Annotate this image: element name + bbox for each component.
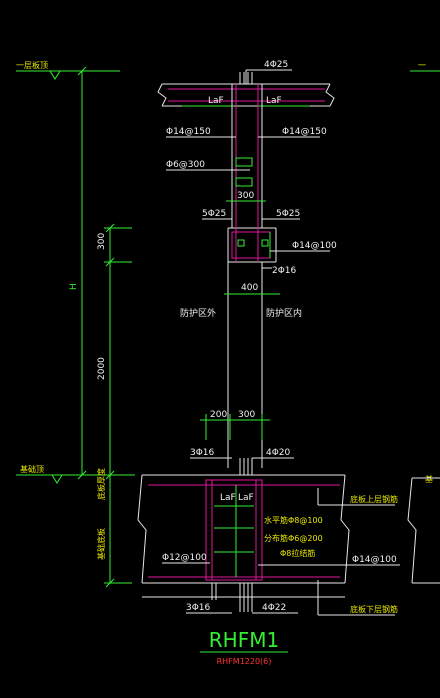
phi14-100-bottom-label: Φ14@100: [352, 555, 397, 565]
dim-300-wall: 300: [237, 191, 254, 201]
side-note-base: 基础底板: [96, 528, 106, 560]
dim-300-vertical: 300: [97, 233, 107, 250]
wall-dimension-chain: [104, 223, 132, 588]
top-slab: [157, 83, 335, 107]
floor-level-label: 一层板顶: [16, 60, 48, 70]
horiz-rebar-note: 水平筋Φ8@100: [264, 515, 323, 525]
foundation-ties: [214, 485, 254, 577]
rebar-4-22-label: 4Φ22: [262, 603, 286, 613]
foundation-bottom-note: 底板下层钢筋: [350, 604, 398, 614]
phi14-100-mid-label: Φ14@100: [292, 241, 337, 251]
dim-2000-vertical: 2000: [97, 357, 107, 380]
dim-200: 200: [210, 410, 227, 420]
rebar-2-16-label: 2Φ16: [272, 266, 297, 276]
wall-vertical-rebar: [231, 84, 271, 262]
rebar-3-16-bottom-label: 3Φ16: [186, 603, 211, 613]
distrib-rebar-note: 分布筋Φ6@200: [264, 533, 323, 543]
top-slab-rebar: [168, 88, 325, 102]
dim-400: 400: [241, 283, 258, 293]
zone-inside-label: 防护区内: [266, 307, 302, 319]
phi12-100-label: Φ12@100: [162, 553, 207, 563]
floor-level-marker: [16, 70, 120, 80]
rebar-3-16-top-label: 3Φ16: [190, 448, 215, 458]
wall-base-stubs: [239, 458, 253, 475]
rebar-5-25-right-label: 5Φ25: [276, 209, 300, 219]
top-rebar-label: 4Φ25: [264, 60, 288, 70]
zone-outside-label: 防护区外: [180, 307, 216, 319]
foundation-rebar: [148, 479, 340, 581]
foundation-base-stubs: [211, 583, 253, 612]
foundation-level-label-right: 基: [425, 474, 433, 484]
phi14-150-left-label: Φ14@150: [166, 127, 211, 137]
lof-right-label: LaF: [266, 96, 282, 106]
embed-bars: [237, 232, 271, 258]
bottom-wall-dimension: [200, 414, 270, 440]
phi14-150-right-label: Φ14@150: [282, 127, 327, 137]
phi6-300-label: Φ6@300: [166, 160, 205, 170]
wall-ties: [235, 157, 253, 187]
floor-level-label-right: 一: [418, 61, 426, 70]
drawing-subtitle: RHFM1220(6): [217, 657, 272, 666]
foundation-level-marker: [16, 474, 135, 484]
lof-b-right-label: LaF: [238, 493, 254, 503]
rebar-4-20-label: 4Φ20: [266, 448, 291, 458]
dim-300-bottom: 300: [238, 410, 255, 420]
lof-left-label: LaF: [208, 96, 224, 106]
foundation-top-note: 底板上层钢筋: [350, 494, 398, 504]
rebar-5-25-left-label: 5Φ25: [202, 209, 226, 219]
drawing-title: RHFM1: [209, 628, 279, 652]
foundation-level-label: 基础顶: [20, 464, 44, 474]
wall-outline: [227, 84, 277, 468]
tie-rebar-note: Φ8拉结筋: [280, 548, 315, 558]
height-dimension: [77, 66, 87, 480]
height-dim-text: H: [69, 283, 79, 290]
side-note-thickness: 底板厚度: [96, 468, 106, 500]
lof-b-left-label: LaF: [220, 493, 236, 503]
adjacent-drawing-edge: [407, 477, 440, 584]
top-rebar-stubs: [239, 72, 253, 84]
